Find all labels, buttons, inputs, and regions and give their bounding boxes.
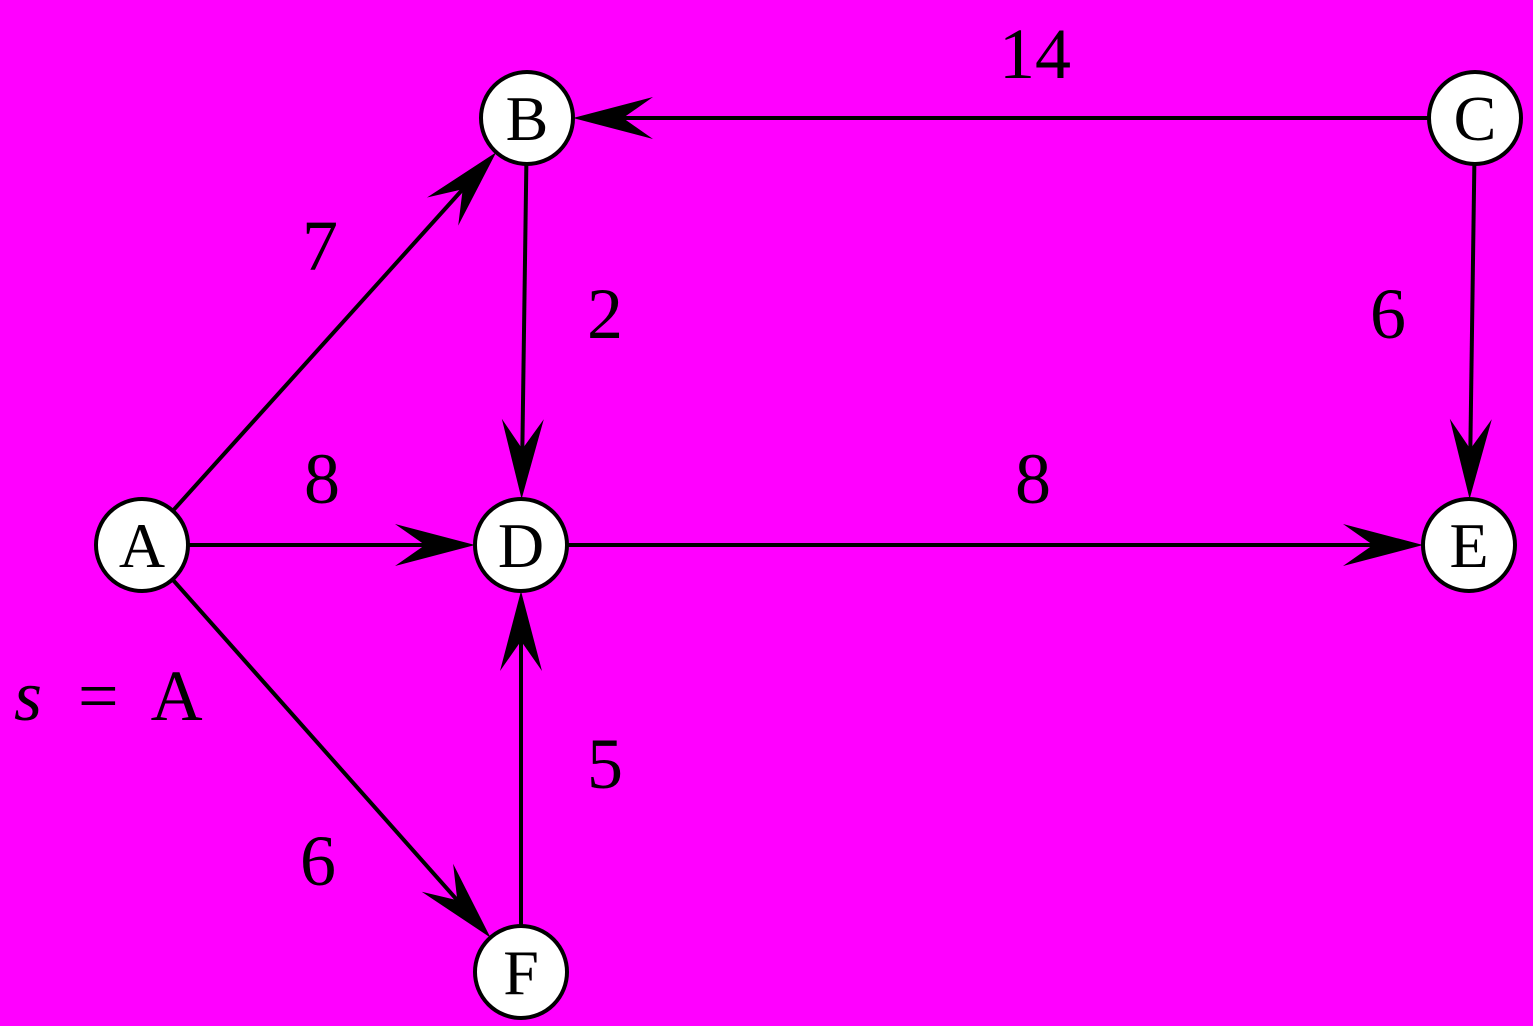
- source-equals: =: [78, 656, 119, 736]
- node-c: C: [1427, 70, 1523, 166]
- weight-label-c-e: 6: [1370, 274, 1406, 354]
- node-f: F: [473, 924, 569, 1020]
- node-circle-b: [479, 70, 575, 166]
- node-a: A: [94, 497, 190, 593]
- weights-layer: 7 8 6 2 14 6 8 5: [300, 14, 1406, 901]
- arrowhead-f-d: [500, 591, 542, 671]
- arrowhead-b-d: [501, 418, 544, 499]
- arrowhead-d-e: [1343, 524, 1423, 566]
- weight-label-b-d: 2: [587, 274, 623, 354]
- node-label-a: A: [119, 510, 165, 581]
- node-label-b: B: [506, 83, 549, 154]
- node-label-d: D: [498, 510, 544, 581]
- source-node-label: s = A: [14, 656, 203, 736]
- weight-label-d-e: 8: [1015, 439, 1051, 519]
- node-d: D: [473, 497, 569, 593]
- edges-layer: [171, 97, 1492, 938]
- node-b: B: [479, 70, 575, 166]
- node-label-e: E: [1449, 510, 1488, 581]
- edge-c-e: [1468, 163, 1477, 460]
- edge-a-f: [171, 578, 466, 910]
- node-circle-d: [473, 497, 569, 593]
- node-circle-e: [1421, 497, 1517, 593]
- nodes-layer: A B C D E F: [94, 70, 1523, 1020]
- arrowhead-a-f: [421, 863, 491, 938]
- weight-label-a-d: 8: [304, 439, 340, 519]
- weight-label-c-b: 14: [999, 14, 1071, 94]
- node-circle-c: [1427, 70, 1523, 166]
- node-circle-a: [94, 497, 190, 593]
- edge-b-d: [520, 163, 529, 460]
- source-value: A: [151, 656, 203, 736]
- arrowhead-a-b: [427, 152, 497, 226]
- node-label-c: C: [1454, 83, 1497, 154]
- node-label-f: F: [503, 937, 539, 1008]
- arrowhead-c-e: [1449, 418, 1492, 499]
- arrowhead-a-d: [395, 524, 475, 566]
- arrowhead-c-b: [573, 97, 653, 139]
- weight-label-a-b: 7: [302, 206, 338, 286]
- weight-label-f-d: 5: [587, 724, 623, 804]
- node-circle-f: [473, 924, 569, 1020]
- node-e: E: [1421, 497, 1517, 593]
- weight-label-a-f: 6: [300, 821, 336, 901]
- edge-a-b: [171, 180, 471, 513]
- source-variable: s: [14, 656, 42, 736]
